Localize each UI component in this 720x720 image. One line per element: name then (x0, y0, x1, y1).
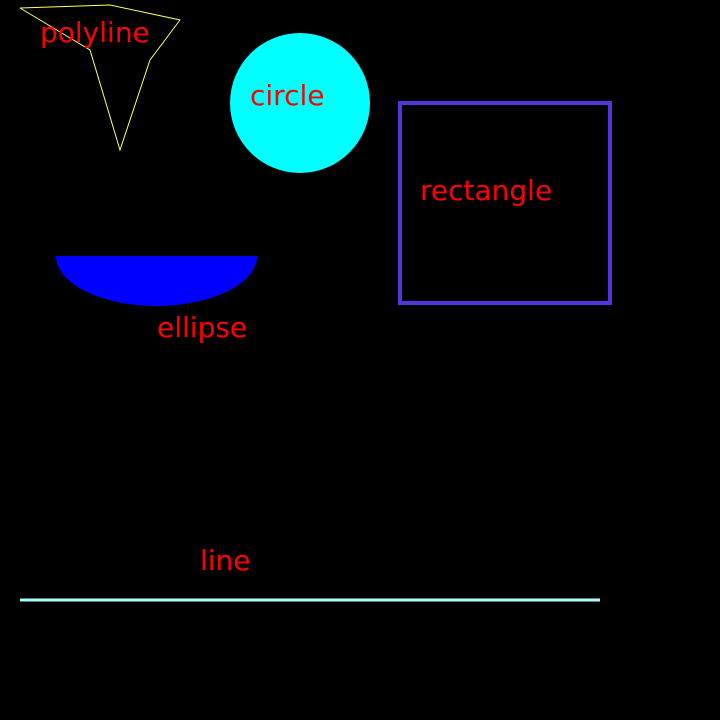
polyline-label: polyline (40, 16, 150, 49)
line-label: line (200, 544, 251, 577)
ellipse-label: ellipse (157, 311, 247, 344)
polyline-shape (19, 4, 181, 152)
ellipse-shape (56, 256, 257, 306)
rectangle-shape (398, 101, 612, 305)
circle-shape (230, 33, 370, 173)
circle-label: circle (250, 79, 324, 112)
rectangle-label: rectangle (420, 174, 552, 207)
